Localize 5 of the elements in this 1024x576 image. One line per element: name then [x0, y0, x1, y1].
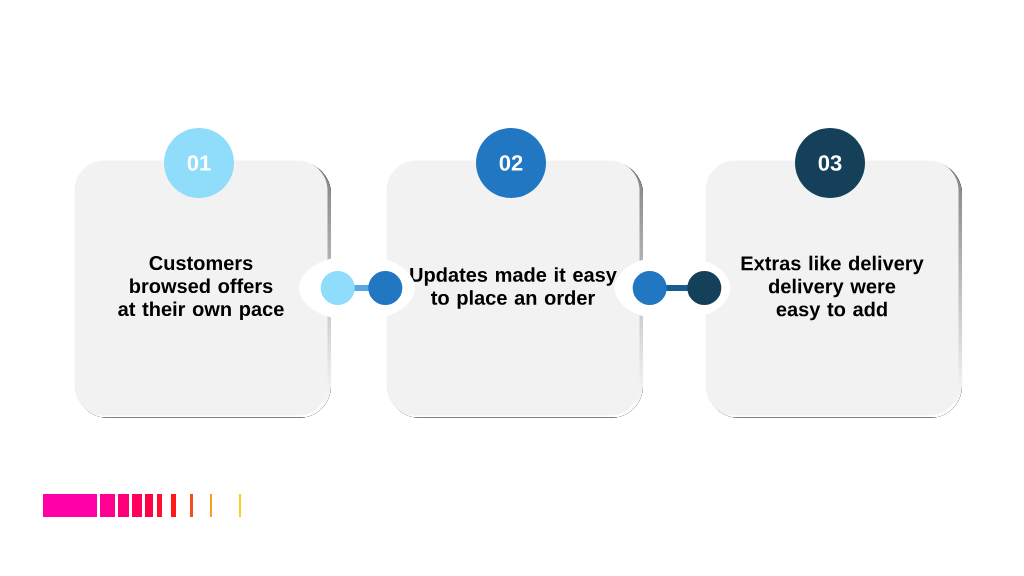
connector [320, 271, 403, 305]
number-badge: 03 [795, 128, 865, 198]
number-badge: 01 [164, 128, 234, 198]
number-badge: 02 [476, 128, 546, 198]
connector [632, 271, 722, 305]
